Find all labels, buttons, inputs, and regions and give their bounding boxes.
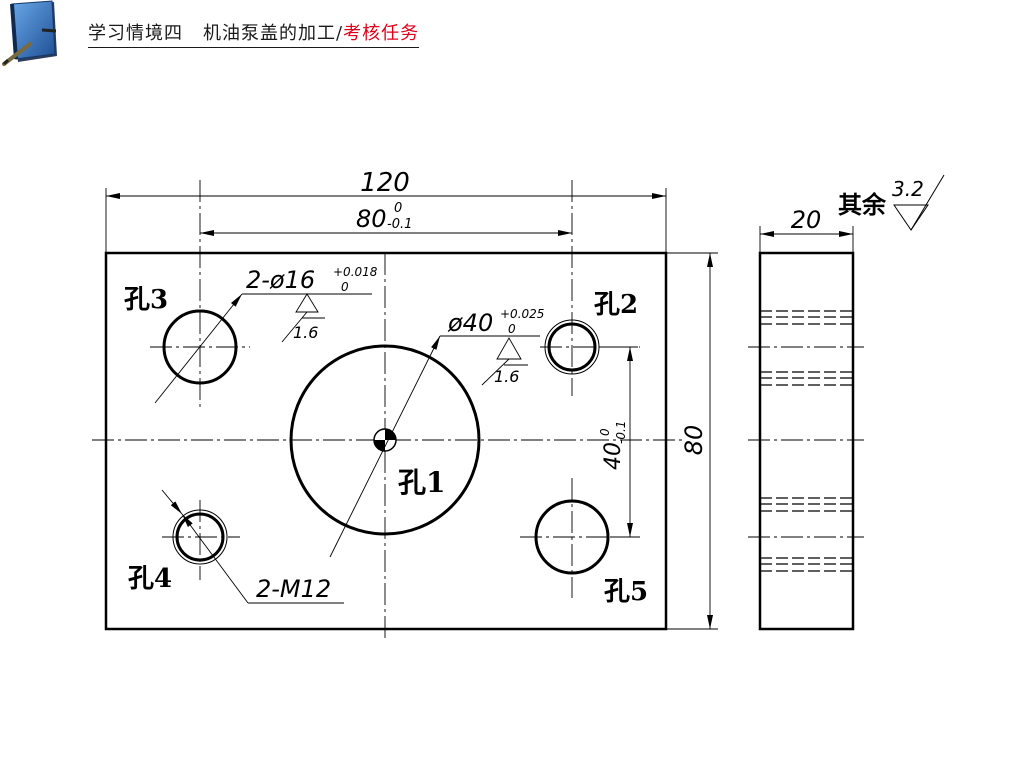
center-lines (92, 180, 686, 640)
hole-2-circle (547, 322, 597, 372)
hole-1-circle (289, 344, 481, 536)
dim-thickness: 20 (759, 206, 854, 253)
side-view-hidden-lines (760, 310, 853, 572)
dim-80-tol-upper: 0 (394, 201, 402, 216)
callout-small-holes-tol-lower: 0 (341, 280, 349, 294)
title-highlight: 考核任务 (343, 23, 420, 44)
hole-4-thread-circle (172, 509, 228, 565)
side-view-outline (758, 251, 855, 631)
callout-center-hole-tol-upper: +0.025 (500, 307, 544, 321)
callout-center-hole-roughness: 1.6 (494, 367, 519, 386)
dim-80-text: 80 (356, 205, 387, 233)
roughness-note-value: 3.2 (892, 177, 924, 201)
roughness-note: 其余 3.2 (838, 174, 945, 231)
callout-center-hole-text: ø40 (447, 309, 493, 337)
callout-small-holes-text: 2-ø16 (246, 266, 315, 294)
title-main: 学习情境四 (88, 23, 183, 44)
callout-small-holes (154, 293, 372, 404)
label-hole-2: 孔2 (594, 290, 638, 320)
hole-3-circle (162, 309, 238, 385)
dim-40-text: 40 (601, 442, 626, 470)
dim-vertical-spacing: 40 0 -0.1 (598, 346, 638, 538)
callout-center-hole-tol-lower: 0 (508, 322, 516, 336)
book-with-pen-icon (2, 0, 57, 66)
dim-hole-spacing: 80 0 -0.1 (200, 201, 572, 236)
page-title: 学习情境四机油泵盖的加工/考核任务 (88, 22, 420, 48)
header: 学习情境四机油泵盖的加工/考核任务 (0, 0, 1024, 66)
dim-thickness-text: 20 (791, 206, 822, 234)
hole-2-thread-circle (544, 319, 600, 375)
label-hole-3: 孔3 (124, 285, 168, 315)
label-hole-5: 孔5 (604, 577, 648, 607)
dim-overall-width: 120 (105, 168, 667, 253)
title-sub: 机油泵盖的加工/ (203, 23, 344, 44)
label-hole-1: 孔1 (398, 466, 445, 499)
callout-small-holes-tol-upper: +0.018 (333, 265, 378, 279)
label-hole-4: 孔4 (128, 564, 172, 594)
hole-5-circle (534, 499, 610, 575)
holes (162, 309, 610, 575)
dim-height-text: 80 (680, 425, 708, 456)
dim-height: 80 (666, 252, 718, 630)
callout-threads-text: 2-M12 (256, 575, 331, 603)
dim-120-text: 120 (360, 168, 410, 198)
front-view-outline (104, 251, 668, 631)
dim-80-tol-lower: -0.1 (387, 217, 412, 232)
callout-threads (161, 489, 344, 604)
center-mark (373, 428, 397, 452)
callout-small-holes-roughness: 1.6 (293, 323, 318, 342)
dim-40-tol-upper: 0 (598, 428, 612, 436)
hole-4-circle (175, 512, 225, 562)
side-view-center-lines (748, 346, 864, 538)
dim-40-tol-lower: -0.1 (614, 421, 628, 444)
callout-center-hole (329, 335, 540, 558)
roughness-note-text: 其余 (838, 190, 887, 219)
